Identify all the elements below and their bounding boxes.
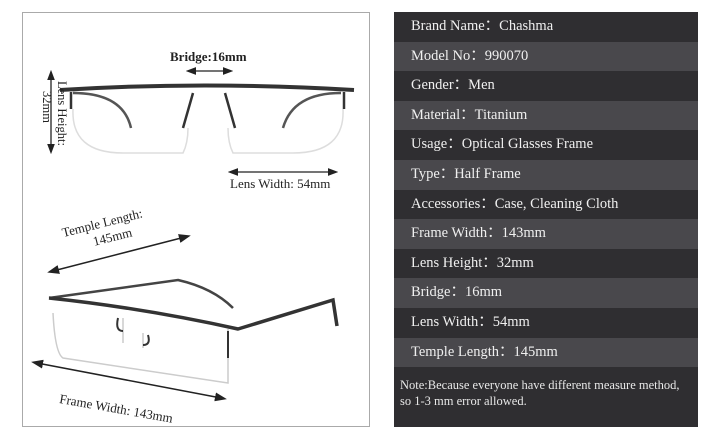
glasses-illustration (31, 67, 355, 402)
lens-height-label: Lens Height: 32mm (40, 81, 69, 146)
measurement-note: Note:Because everyone have different mea… (394, 367, 698, 427)
spec-brand: Brand Name：Chashma (394, 12, 698, 42)
frame-width-arrow (31, 359, 227, 402)
dimension-diagram-panel: Bridge:16mm Lens Height: 32mm Lens Width… (22, 12, 370, 427)
spec-type: Type：Half Frame (394, 159, 698, 190)
front-view-glasses (59, 83, 355, 154)
bridge-label: Bridge:16mm (170, 49, 247, 64)
spec-lens-width: Lens Width：54mm (394, 307, 698, 338)
spec-rows: Brand Name：Chashma Model No：990070 Gende… (394, 12, 698, 368)
spec-temple-length: Temple Length：145mm (394, 337, 698, 368)
temple-length-arrow (47, 234, 191, 274)
side-view-glasses (48, 278, 339, 384)
spec-usage: Usage：Optical Glasses Frame (394, 130, 698, 160)
spec-lens-height: Lens Height：32mm (394, 248, 698, 279)
spec-bridge: Bridge：16mm (394, 278, 698, 308)
lens-width-label: Lens Width: 54mm (230, 176, 331, 191)
spec-model: Model No：990070 (394, 41, 698, 72)
spec-material: Material：Titanium (394, 100, 698, 131)
spec-frame-width: Frame Width：143mm (394, 219, 698, 249)
spec-gender: Gender：Men (394, 71, 698, 101)
spec-accessories: Accessories：Case, Cleaning Cloth (394, 189, 698, 220)
spec-table: Brand Name：Chashma Model No：990070 Gende… (394, 12, 698, 427)
